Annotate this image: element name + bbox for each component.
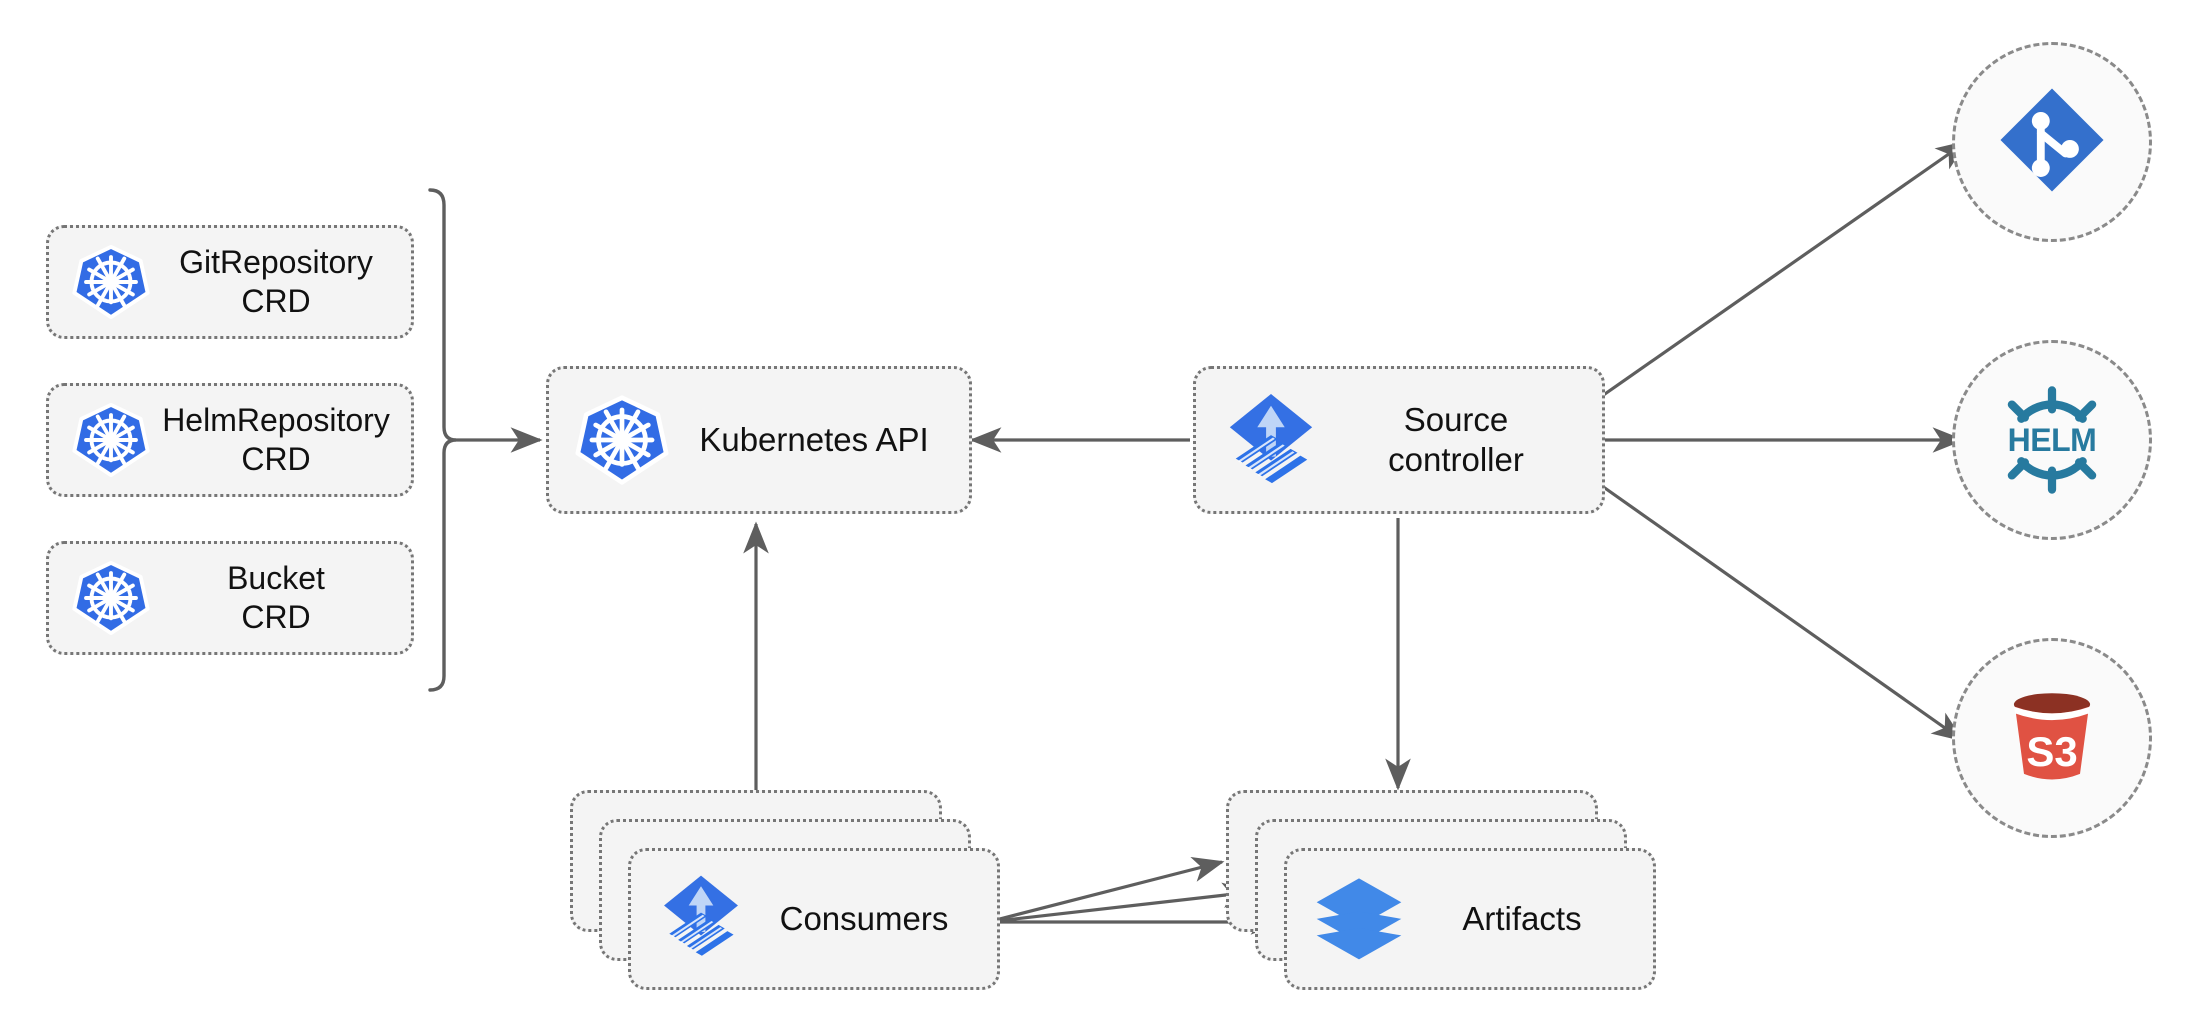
flux-icon <box>1222 388 1320 492</box>
node-consumers[interactable]: Consumers <box>570 790 1000 990</box>
node-label: Bucket CRD <box>227 559 325 635</box>
kubernetes-icon <box>71 400 151 480</box>
artifacts-layer-front[interactable]: Artifacts <box>1284 848 1656 990</box>
edge-consumers-to-artifacts-1 <box>987 856 1225 924</box>
crd-group-bracket <box>428 188 457 692</box>
node-label: Source controller <box>1388 400 1524 478</box>
node-label: Kubernetes API <box>699 420 929 458</box>
kubernetes-icon <box>575 393 669 487</box>
external-git-source[interactable] <box>1952 42 2152 242</box>
node-label: Artifacts <box>1462 900 1582 937</box>
edge-source-controller-to-s3 <box>1601 484 1965 742</box>
consumers-layer-front[interactable]: Consumers <box>628 848 1000 990</box>
node-artifacts[interactable]: Artifacts <box>1226 790 1656 990</box>
external-s3-source[interactable]: S3 <box>1952 638 2152 838</box>
node-helmrepository-crd[interactable]: HelmRepository CRD <box>46 383 414 497</box>
node-bucket-crd[interactable]: Bucket CRD <box>46 541 414 655</box>
node-kubernetes-api[interactable]: Kubernetes API <box>546 366 972 514</box>
node-gitrepository-crd[interactable]: GitRepository CRD <box>46 225 414 339</box>
s3-icon: S3 <box>1996 682 2108 794</box>
node-source-controller[interactable]: Source controller <box>1193 366 1605 514</box>
node-label: GitRepository CRD <box>179 243 373 319</box>
node-label: HelmRepository CRD <box>162 401 390 477</box>
external-helm-source[interactable]: HELM <box>1952 340 2152 540</box>
helm-wordmark: HELM <box>2007 421 2097 458</box>
kubernetes-icon <box>71 242 151 322</box>
helm-icon: HELM <box>1993 381 2111 499</box>
node-label: Consumers <box>779 900 949 937</box>
layers-icon <box>1313 871 1405 968</box>
kubernetes-icon <box>71 558 151 638</box>
flux-icon <box>657 870 745 969</box>
git-icon <box>1996 84 2108 201</box>
edge-source-controller-to-git <box>1601 140 1969 398</box>
edge-consumers-to-artifacts-2 <box>987 882 1255 924</box>
s3-wordmark: S3 <box>2026 728 2078 775</box>
